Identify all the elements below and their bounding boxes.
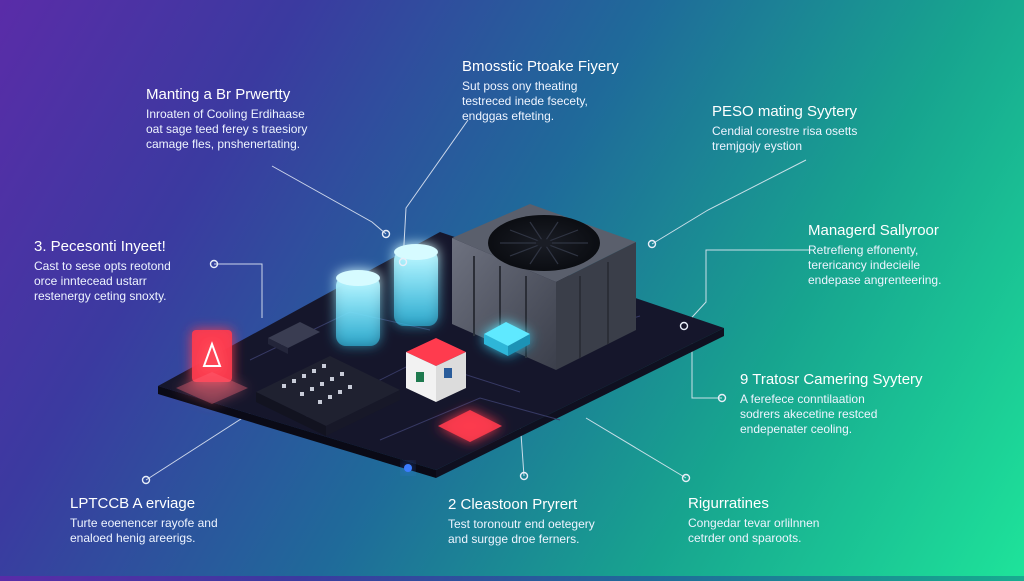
callout-line: Turte eoenencer rayofe and (70, 516, 218, 530)
leader-top-center (402, 119, 469, 263)
callout-line: Congedar tevar orlilnnen (688, 516, 820, 530)
leader-dot-1 (381, 229, 391, 239)
glass-capacitor-left (336, 270, 380, 346)
leader-dot-7 (141, 475, 151, 485)
callout-mid-left: 3. Pecesonti Inyeet! Cast to sese opts re… (34, 238, 171, 304)
callout-line: sodrers akecetine restced (740, 407, 878, 421)
callout-title: 9 Tratosr Camering Syytery (740, 371, 923, 388)
callout-line: endepenater ceoling. (740, 422, 853, 436)
callout-title: 3. Pecesonti Inyeet! (34, 238, 166, 255)
leader-dot-9 (681, 473, 691, 483)
leader-dot-4 (209, 259, 219, 269)
callout-line: endepase angrenteering. (808, 273, 942, 287)
callout-title: PESO mating Syytery (712, 103, 858, 120)
glowing-chip-cyan (484, 322, 530, 356)
leader-dot-2 (398, 257, 408, 267)
callout-line: camage fles, pnshenertating. (146, 137, 301, 151)
callout-title: Rigurratines (688, 495, 769, 512)
glass-capacitor-right (394, 244, 438, 326)
glowing-pad-red (438, 410, 502, 442)
callout-line: Sut poss ony theating (462, 79, 578, 93)
leader-mid-left (214, 263, 263, 318)
callout-line: endggas efteting. (462, 109, 555, 123)
callout-line: restenergy ceting snoxty. (34, 289, 167, 303)
leader-dot-6 (717, 393, 727, 403)
leader-bottom-right (585, 417, 687, 479)
callout-line: orce inntecead ustarr (34, 274, 147, 288)
leader-top-right (651, 159, 807, 245)
callout-line: oat sage teed ferey s traesiory (146, 122, 308, 136)
sensor-cube (406, 338, 466, 402)
leader-bottom-left (145, 407, 259, 481)
callout-line: A ferefece conntilaation (740, 392, 865, 406)
connector-small (268, 322, 320, 354)
callout-line: testreced inede fsecety, (462, 94, 588, 108)
leader-lines (145, 119, 812, 481)
leader-dot-8 (519, 471, 529, 481)
callout-title: LPTCCB A erviage (70, 495, 196, 512)
callout-line: Cast to sese opts reotond (34, 259, 171, 273)
ic-chip (256, 356, 400, 436)
callout-title: 2 Cleastoon Pryrert (448, 496, 578, 513)
callout-line: terericancy indecieile (808, 258, 921, 272)
leader-dot-3 (647, 239, 657, 249)
callout-line: and surgge droe ferners. (448, 532, 580, 546)
callout-line: Inroaten of Cooling Erdihaase (146, 107, 305, 121)
callout-title: Managerd Sallyroor (808, 222, 939, 239)
callout-title: Bmosstic Ptoake Fiyery (462, 58, 619, 75)
callout-line: Retrefieng effonenty, (808, 243, 919, 257)
callout-line: Test toronoutr end oetegery (448, 517, 595, 531)
callout-line: cetrder ond sparoots. (688, 531, 802, 545)
callout-title: Manting a Br Prwertty (146, 86, 291, 103)
callout-lower-right: 9 Tratosr Camering Syytery A ferefece con… (740, 371, 923, 437)
callout-line: Cendial corestre risa osetts (712, 124, 858, 138)
leader-dot-5 (679, 321, 689, 331)
callout-line: tremjgojy eystion (712, 139, 803, 153)
warning-sign-red (176, 330, 248, 404)
led-blue (404, 464, 412, 472)
callout-line: enaloed henig areerigs. (70, 531, 196, 545)
leader-lower-right (691, 330, 722, 399)
leader-top-left (271, 165, 387, 235)
leader-mid-right (683, 249, 812, 327)
